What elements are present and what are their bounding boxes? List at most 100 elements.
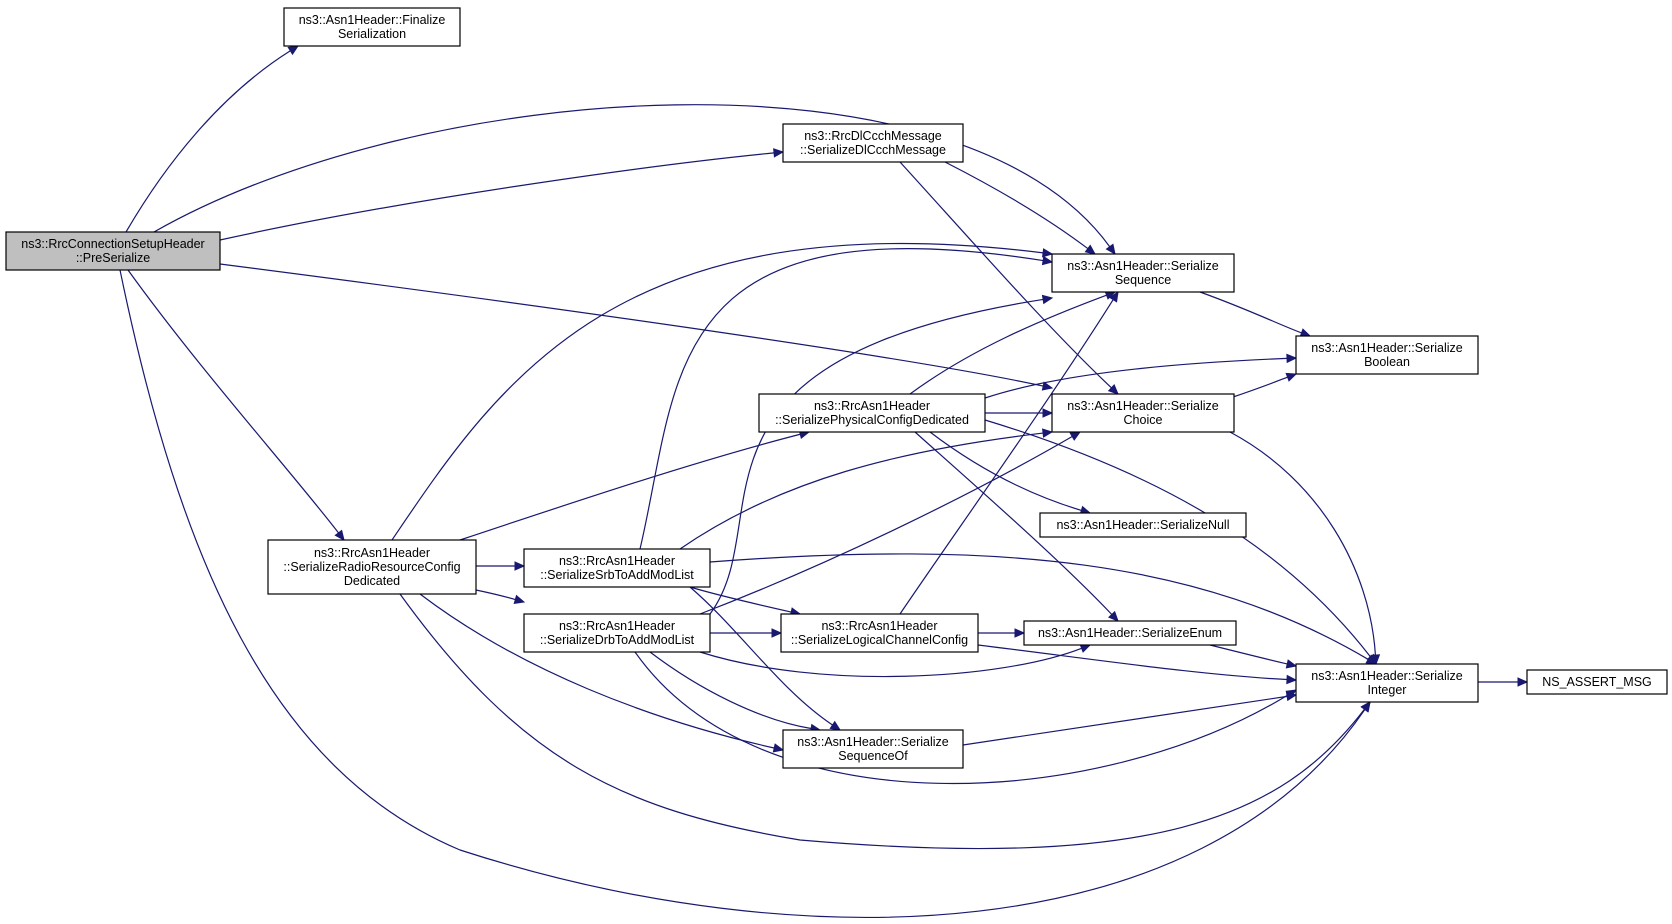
edge-dlccch-to-choice [899, 161, 1119, 395]
node-label-line: ns3::Asn1Header::Serialize [797, 735, 949, 749]
arrowhead [1517, 677, 1529, 687]
edge-line [899, 161, 1112, 389]
edge-line [1229, 431, 1377, 656]
node-box [1526, 669, 1668, 695]
edge-line [1209, 644, 1288, 665]
edge-line [689, 586, 833, 726]
edge-radiores-to-srb [475, 561, 526, 571]
arrowhead [1107, 384, 1119, 395]
node-label-line: ::SerializeDlCcchMessage [800, 143, 946, 157]
node-logch[interactable]: ns3::RrcAsn1Header::SerializeLogicalChan… [780, 613, 979, 653]
arrowhead [1360, 701, 1371, 713]
edge-line [709, 298, 1044, 615]
edge-line [977, 644, 1288, 681]
edge-choice-to-integer [1229, 431, 1381, 666]
node-label-line: ::SerializeDrbToAddModList [540, 633, 695, 647]
edge-sequence-to-boolean [1199, 291, 1312, 338]
edge-srb-to-choice [679, 428, 1054, 550]
node-radiores[interactable]: ns3::RrcAsn1Header::SerializeRadioResour… [267, 539, 477, 595]
edge-radiores-to-physcfg [459, 429, 811, 541]
edge-line [639, 248, 1044, 550]
node-box [782, 729, 964, 769]
arrowhead [1108, 290, 1119, 303]
arrowhead [1079, 643, 1092, 653]
edge-line [914, 431, 1113, 615]
edge-seqof-to-integer [962, 691, 1298, 746]
node-label-line: Choice [1124, 413, 1163, 427]
node-null[interactable]: ns3::Asn1Header::SerializeNull [1039, 512, 1247, 538]
node-box [1295, 335, 1479, 375]
node-label-line: ns3::RrcAsn1Header [559, 554, 675, 568]
edges-layer [119, 45, 1529, 918]
node-label-line: ns3::Asn1Header::SerializeEnum [1038, 626, 1222, 640]
node-label-line: ns3::Asn1Header::Serialize [1067, 399, 1219, 413]
edge-physcfg-to-sequence [909, 290, 1117, 395]
node-label-line: ns3::Asn1Header::Serialize [1311, 341, 1463, 355]
edge-preserialize-to-choice [219, 263, 1054, 391]
edge-integer-to-assert [1477, 677, 1529, 687]
node-label-line: ::PreSerialize [76, 251, 150, 265]
edge-drb-to-sequence [709, 294, 1054, 615]
node-drb[interactable]: ns3::RrcAsn1Header::SerializeDrbToAddMod… [523, 613, 711, 653]
node-box [523, 548, 711, 588]
node-label-line: ns3::Asn1Header::Serialize [1067, 259, 1219, 273]
edge-line [391, 243, 1044, 541]
arrowhead [334, 529, 345, 541]
arrowhead [1286, 674, 1298, 685]
arrowhead [1041, 248, 1054, 258]
node-srb[interactable]: ns3::RrcAsn1Header::SerializeSrbToAddMod… [523, 548, 711, 588]
arrowhead [1285, 659, 1298, 669]
edge-line [119, 269, 1366, 918]
node-box [5, 231, 221, 271]
edge-preserialize-to-finalize [125, 45, 300, 233]
arrowhead [1370, 654, 1381, 666]
node-label-line: ns3::RrcAsn1Header [814, 399, 930, 413]
node-enum[interactable]: ns3::Asn1Header::SerializeEnum [1023, 620, 1237, 646]
node-box [1295, 663, 1479, 703]
arrowhead [1084, 244, 1096, 255]
edge-physcfg-to-enum [914, 431, 1119, 622]
edge-preserialize-to-sequence [153, 104, 1116, 255]
edge-line [689, 586, 792, 613]
edge-srb-to-seqof [689, 586, 842, 731]
arrowhead [1069, 431, 1082, 441]
edge-line [709, 553, 1369, 660]
edge-line [127, 269, 339, 534]
edge-physcfg-to-boolean [984, 353, 1298, 399]
node-box [523, 613, 711, 653]
edge-line [219, 263, 1044, 387]
node-physcfg[interactable]: ns3::RrcAsn1Header::SerializePhysicalCon… [758, 393, 986, 433]
node-box [1051, 393, 1235, 433]
node-box [758, 393, 986, 433]
node-label-line: ::SerializeRadioResourceConfig [283, 560, 460, 574]
node-box [780, 613, 979, 653]
edge-line [475, 589, 516, 601]
node-label-line: Boolean [1364, 355, 1410, 369]
node-assert[interactable]: NS_ASSERT_MSG [1526, 669, 1668, 695]
node-box [283, 7, 461, 47]
node-dlccch[interactable]: ns3::RrcDlCcchMessage::SerializeDlCcchMe… [782, 123, 964, 163]
edge-line [679, 432, 1044, 550]
edge-radiores-to-drb [475, 589, 526, 604]
edge-physcfg-to-choice [984, 408, 1054, 418]
edge-line [219, 152, 775, 241]
edge-srb-to-sequence [639, 248, 1054, 550]
edge-logch-to-integer [977, 644, 1298, 685]
arrowhead [1014, 628, 1026, 638]
arrowhead [1041, 255, 1054, 266]
edge-line [929, 431, 1082, 511]
edge-line [944, 161, 1089, 250]
edge-line [699, 647, 1082, 678]
node-label-line: ns3::Asn1Header::Finalize [299, 13, 446, 27]
edge-line [419, 593, 775, 749]
edge-line [634, 651, 1289, 784]
edge-enum-to-integer [1209, 644, 1298, 669]
edge-line [984, 357, 1288, 399]
